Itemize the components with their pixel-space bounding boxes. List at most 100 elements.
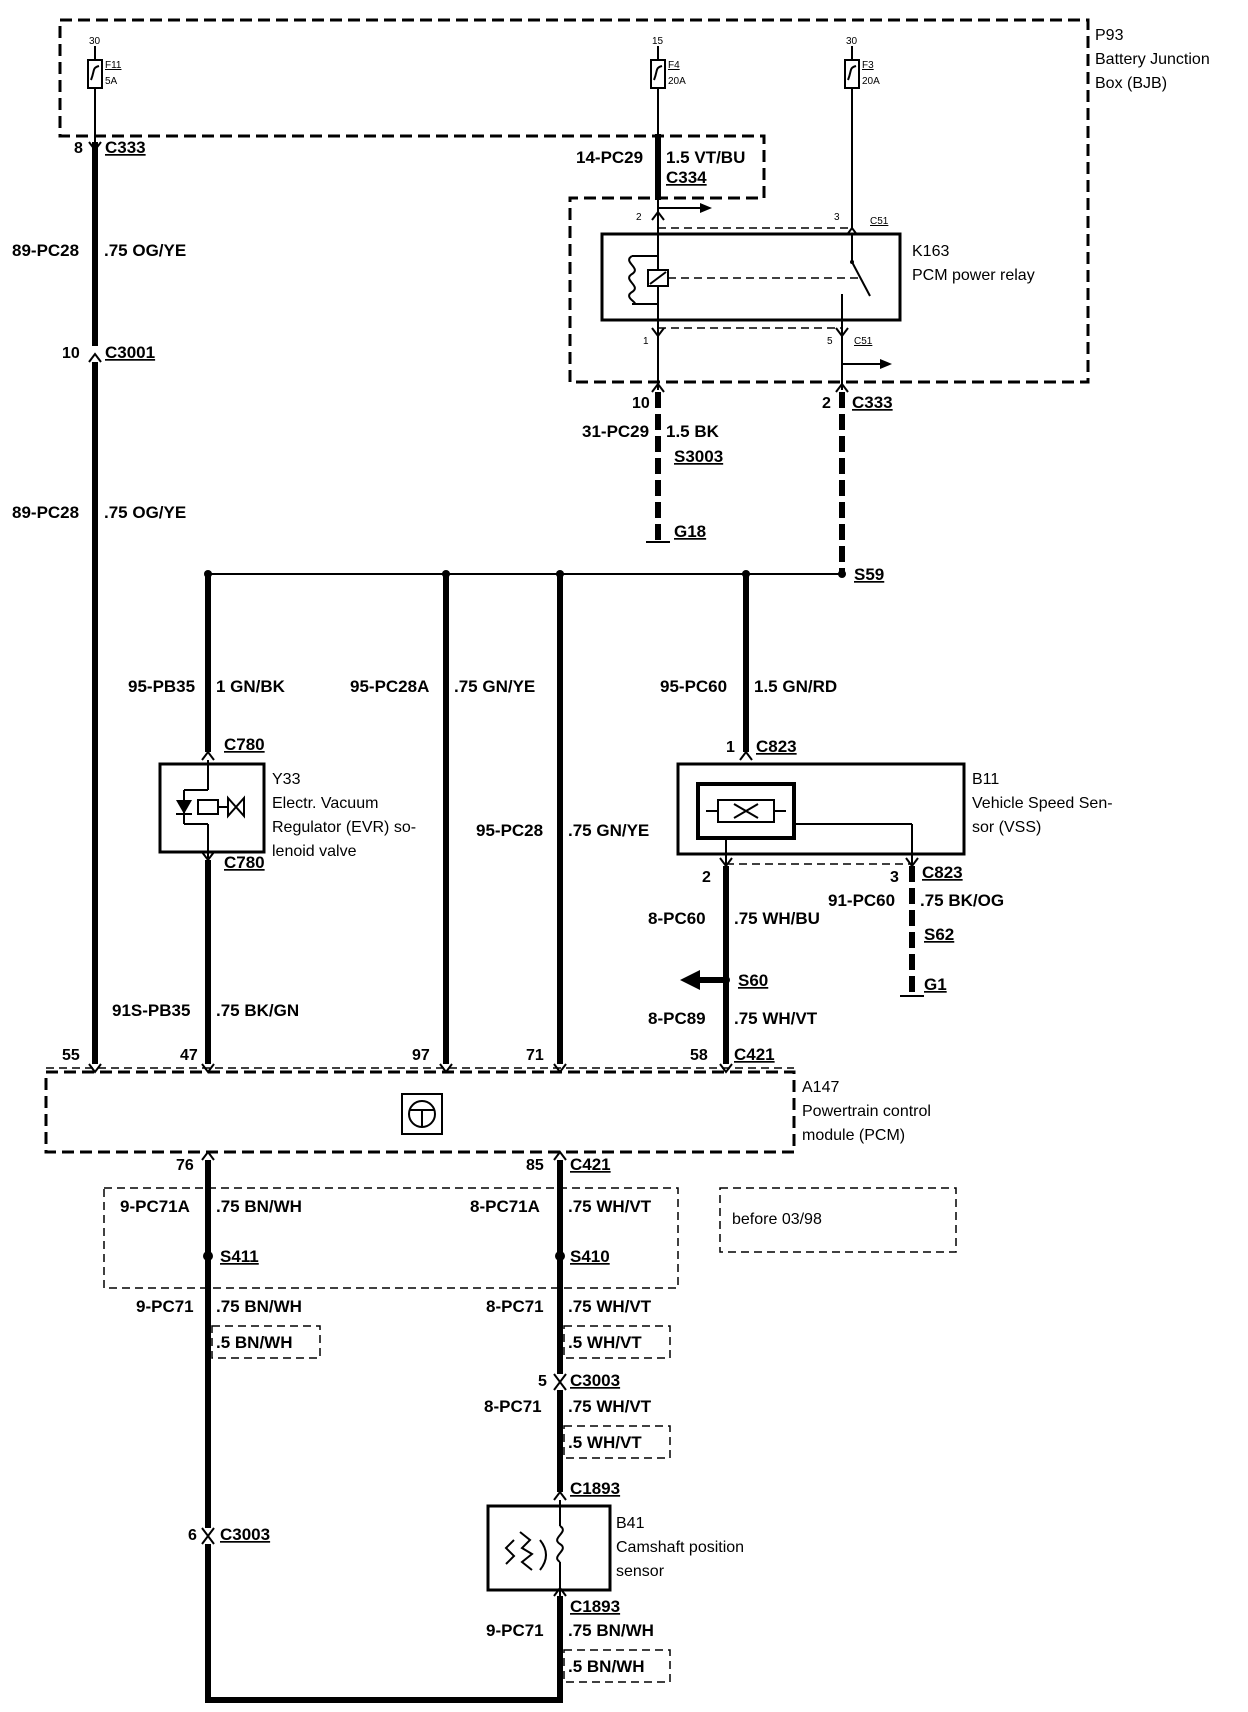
wire-w10-spec: .75 WH/BU xyxy=(734,909,820,928)
c823-top-label: C823 xyxy=(756,737,797,756)
wire-w12-spec: .75 WH/VT xyxy=(734,1009,818,1028)
evr-label-3: lenoid valve xyxy=(272,843,357,860)
wire-w11-circuit: 91S-PB35 xyxy=(112,1001,190,1020)
evr-label-2: Regulator (EVR) so- xyxy=(272,819,416,836)
fuse-f3 xyxy=(844,46,860,228)
wire-8-pc60 xyxy=(680,866,730,1064)
c333-pin-10: 10 xyxy=(632,395,650,412)
wire-w8-circuit: 95-PC28 xyxy=(476,821,543,840)
wire-89-pc28 xyxy=(88,141,102,1064)
cmp-label-2: sensor xyxy=(616,1563,665,1580)
wire-95-pb35 xyxy=(201,574,215,761)
pcm-pin-97: 97 xyxy=(412,1047,430,1064)
cmp-label-1: Camshaft position xyxy=(616,1539,744,1556)
pcm-pin-76: 76 xyxy=(176,1157,194,1174)
evr-solenoid-valve xyxy=(158,760,266,858)
note-before-0398: before 03/98 xyxy=(732,1211,822,1228)
c823-pin-1: 1 xyxy=(726,739,735,756)
c3001-label: C3001 xyxy=(105,343,155,362)
wire-w16-circuit: 8-PC71 xyxy=(486,1297,544,1316)
wire-w6-spec: .75 GN/YE xyxy=(454,677,535,696)
wire-w16-spec: .75 WH/VT xyxy=(568,1297,652,1316)
pcm-module xyxy=(44,1063,796,1154)
c51-pin-2: 2 xyxy=(636,212,642,223)
wire-w12-circuit: 8-PC89 xyxy=(648,1009,706,1028)
bjb-label-1: Battery Junction xyxy=(1095,51,1210,68)
c421-top-label: C421 xyxy=(734,1045,775,1064)
wire-w13-circuit: 9-PC71A xyxy=(120,1197,190,1216)
camshaft-sensor xyxy=(486,1500,612,1597)
fuse-f11-terminal: 30 xyxy=(89,36,101,47)
wire-31-pc29 xyxy=(646,382,670,543)
cmp-code: B41 xyxy=(616,1515,645,1532)
c51-pin-5: 5 xyxy=(827,336,833,347)
relay-code: K163 xyxy=(912,243,949,260)
wire-w7-circuit: 95-PC60 xyxy=(660,677,727,696)
wire-w10-circuit: 8-PC60 xyxy=(648,909,706,928)
wire-w18-circuit: 9-PC71 xyxy=(486,1621,544,1640)
wire-w4-circuit: 31-PC29 xyxy=(582,422,649,441)
wire-w6-circuit: 95-PC28A xyxy=(350,677,429,696)
wire-w18-spec: .75 BN/WH xyxy=(568,1621,654,1640)
c3001-pin-10: 10 xyxy=(62,345,80,362)
vss-label-2: sor (VSS) xyxy=(972,819,1041,836)
splice-s59: S59 xyxy=(854,565,884,584)
wire-95-pc60 xyxy=(739,574,753,761)
wire-w2-spec: .75 OG/YE xyxy=(104,503,186,522)
wire-w9-circuit: 91-PC60 xyxy=(828,891,895,910)
c823-bottom-label: C823 xyxy=(922,863,963,882)
wire-w17-spec: .75 WH/VT xyxy=(568,1397,652,1416)
c421-bottom-label: C421 xyxy=(570,1155,611,1174)
splice-s410: S410 xyxy=(570,1247,610,1266)
wire-w15-circuit: 9-PC71 xyxy=(136,1297,194,1316)
evr-code: Y33 xyxy=(272,771,301,788)
vss-label-1: Vehicle Speed Sen- xyxy=(972,795,1113,812)
wire-w7-spec: 1.5 GN/RD xyxy=(754,677,837,696)
wire-9-pc71-left xyxy=(201,1160,563,1703)
note-box xyxy=(719,1187,957,1253)
c3003-right-label: C3003 xyxy=(570,1371,620,1390)
wire-w5-spec: 1 GN/BK xyxy=(216,677,286,696)
pcm-pin-55: 55 xyxy=(62,1047,80,1064)
c780-bottom-label: C780 xyxy=(224,853,265,872)
wire-8-pc71-right xyxy=(553,1160,567,1501)
pcm-pin-47: 47 xyxy=(180,1047,198,1064)
wire-w17-circuit: 8-PC71 xyxy=(484,1397,542,1416)
ground-g18: G18 xyxy=(674,522,706,541)
wire-w1-spec: .75 OG/YE xyxy=(104,241,186,260)
wire-w16-alt: .5 WH/VT xyxy=(568,1333,642,1352)
wire-w14-spec: .75 WH/VT xyxy=(568,1197,652,1216)
variant-box xyxy=(103,1187,679,1289)
wire-relay-output xyxy=(835,382,849,574)
c333-top-label: C333 xyxy=(105,138,146,157)
c333-bottom-label: C333 xyxy=(852,393,893,412)
pcm-pin-71: 71 xyxy=(526,1047,544,1064)
splice-s3003: S3003 xyxy=(674,447,723,466)
pcm-pin-85: 85 xyxy=(526,1157,544,1174)
c3003-pin-5: 5 xyxy=(538,1373,547,1390)
c333-pin-2: 2 xyxy=(822,395,831,412)
c334-label: C334 xyxy=(666,168,707,187)
c780-top-label: C780 xyxy=(224,735,265,754)
bus-s59 xyxy=(204,570,846,578)
vss-sensor xyxy=(676,762,966,868)
wire-w4-spec: 1.5 BK xyxy=(666,422,720,441)
wire-91s-pb35 xyxy=(201,851,215,1064)
wire-w9-spec: .75 BK/OG xyxy=(920,891,1004,910)
wire-w18-alt: .5 BN/WH xyxy=(568,1657,645,1676)
wire-w13-spec: .75 BN/WH xyxy=(216,1197,302,1216)
fuse-f4-terminal: 15 xyxy=(652,36,664,47)
c1893-bottom-label: C1893 xyxy=(570,1597,620,1616)
fuse-f3-rating: 20A xyxy=(862,76,880,87)
alt-spec-box-right-2 xyxy=(563,1425,671,1459)
c51-top-label: C51 xyxy=(870,216,889,227)
wire-w15-alt: .5 BN/WH xyxy=(216,1333,293,1352)
fuse-f4-name: F4 xyxy=(668,60,680,71)
c51-bottom-label: C51 xyxy=(854,336,873,347)
wire-w15-spec: .75 BN/WH xyxy=(216,1297,302,1316)
wire-w5-circuit: 95-PB35 xyxy=(128,677,195,696)
wire-w14-circuit: 8-PC71A xyxy=(470,1197,540,1216)
pcm-code: A147 xyxy=(802,1079,839,1096)
wire-91-pc60 xyxy=(900,866,924,997)
